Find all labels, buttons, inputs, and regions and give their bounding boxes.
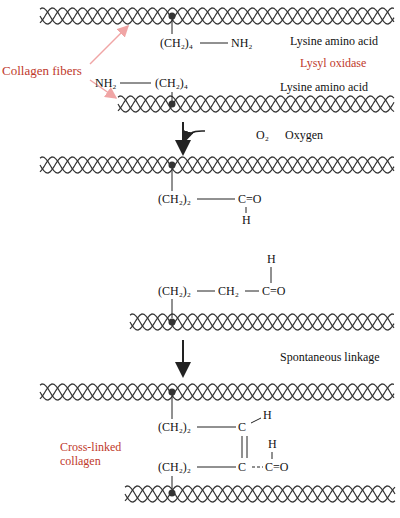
helix-strand — [40, 8, 394, 24]
amine-group: NH₂ — [231, 36, 253, 50]
hydrogen-atom: H — [267, 252, 276, 266]
bond-lines — [120, 20, 272, 489]
helix-strand — [125, 486, 395, 502]
residue-label: Lysine amino acid — [280, 80, 368, 94]
helix-strand — [130, 314, 394, 330]
helix-strand — [40, 8, 394, 24]
aldehyde-group: C=O — [262, 284, 285, 298]
amine-group: NH₂ — [95, 76, 117, 90]
helix-strand — [118, 96, 394, 112]
pointer-arrow — [90, 26, 128, 98]
reagent-formula: O₂ — [256, 128, 269, 142]
chain-formula: (CH₂)₂ — [158, 460, 191, 474]
helix-strand — [40, 157, 394, 173]
helix-strand — [125, 486, 395, 502]
hydrogen-atom: H — [263, 408, 272, 422]
helix-strand — [118, 96, 394, 112]
helix-strand — [40, 157, 394, 173]
helix-strand — [40, 384, 394, 400]
enzyme-label: Lysyl oxidase — [300, 56, 366, 70]
helix-strand — [40, 384, 394, 400]
chain-formula: (CH₂)₂ — [158, 420, 191, 434]
helix-strand — [125, 486, 395, 502]
hydrogen-atom: H — [268, 437, 277, 451]
chain-formula: (CH₂)₂ — [158, 192, 191, 206]
helix-strand — [130, 314, 394, 330]
fiber-label: Collagen fibers — [2, 64, 82, 78]
helix-strand — [40, 157, 394, 173]
chain-formula: (CH₂)₄ — [155, 76, 188, 90]
aldehyde-group: C=O — [265, 460, 288, 474]
carbon-atom: C — [238, 420, 246, 434]
helix-strand — [40, 384, 394, 400]
carbon-atom: C — [238, 460, 246, 474]
reagent-label: Oxygen — [285, 128, 323, 142]
product-label: Cross-linked collagen — [60, 440, 138, 468]
chain-formula: (CH₂)₄ — [160, 36, 193, 50]
helix-strand — [130, 314, 394, 330]
aldehyde-group: C=O — [238, 192, 261, 206]
reaction-arrow — [183, 122, 205, 374]
residue-label: Lysine amino acid — [290, 34, 378, 48]
helix-strand — [118, 96, 394, 112]
helix-strand — [40, 8, 394, 24]
methylene-group: CH₂ — [218, 284, 239, 298]
chain-formula: (CH₂)₂ — [158, 284, 191, 298]
collagen-fiber — [40, 8, 395, 502]
hydrogen-atom: H — [242, 213, 251, 227]
reaction-label: Spontaneous linkage — [280, 350, 380, 364]
